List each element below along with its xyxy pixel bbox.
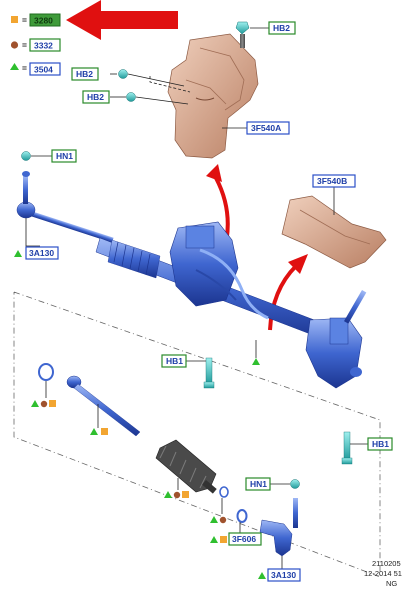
tie-rod-right-triangle-icon — [258, 572, 266, 579]
assembly-dash-outline — [13, 291, 381, 578]
clamp-small-circle-icon — [219, 516, 227, 524]
legend-code-3504: 3504 — [34, 65, 53, 75]
hb2-bolt-top-icon — [235, 21, 250, 48]
boot-clamp-small-icon — [219, 486, 229, 498]
legend-code-3280: 3280 — [34, 16, 53, 26]
outer-tie-rod-end-icon — [259, 498, 298, 557]
inner-tie-rod-icon — [66, 375, 141, 437]
snap-ring-triangle-icon — [31, 400, 39, 407]
callout-hb1-center: HB1 — [166, 356, 183, 366]
steering-rack-assembly — [16, 171, 367, 389]
inner-tie-rod-triangle-icon — [90, 428, 98, 435]
callout-tie-rod-end-right: 3A130 — [271, 570, 296, 580]
callout-heat-shield-b: 3F540B — [317, 176, 347, 186]
callout-hn1-right: HN1 — [250, 479, 267, 489]
clamp-triangle-icon — [210, 536, 218, 543]
svg-text:=: = — [22, 40, 27, 50]
rack-triangle-marker-icon — [252, 358, 260, 365]
boot-triangle-icon — [164, 491, 172, 498]
svg-text:=: = — [22, 15, 27, 25]
snap-ring-circle-icon — [40, 400, 48, 408]
hn1-nut-right-icon — [290, 479, 300, 489]
snap-ring-square-icon — [49, 400, 56, 407]
snap-ring-icon — [38, 363, 54, 381]
steering-boot-icon — [155, 439, 217, 494]
legend-pointer-arrow — [66, 0, 178, 40]
install-arrow-shield-b — [268, 254, 308, 331]
clamp-square-icon — [220, 536, 227, 543]
inner-tie-rod-square-icon — [101, 428, 108, 435]
callout-hb2-top: HB2 — [273, 23, 290, 33]
callout-hb1-right: HB1 — [372, 439, 389, 449]
footer-line-1: 2110205 — [372, 559, 401, 568]
boot-circle-icon — [173, 491, 181, 499]
tie-rod-left-triangle-icon — [14, 250, 22, 257]
heat-shield-b — [281, 195, 387, 269]
callout-tie-rod-end-left: 3A130 — [29, 248, 54, 258]
hb2-nut-left-b-icon — [126, 92, 136, 102]
legend: = 3280 = 3332 = 3504 — [10, 13, 61, 76]
boot-square-icon — [182, 491, 189, 498]
hb2-nut-left-a-icon — [118, 69, 128, 79]
footer-line-2: 12-2014 51 — [364, 569, 402, 578]
callout-hn1-left: HN1 — [56, 151, 73, 161]
callout-hb2-left-b: HB2 — [87, 92, 104, 102]
legend-code-3332: 3332 — [34, 41, 53, 51]
svg-text:=: = — [22, 63, 27, 73]
legend-green-triangle-icon — [10, 63, 19, 70]
legend-brown-circle-icon — [10, 41, 19, 49]
callout-boot-clamp: 3F606 — [232, 534, 256, 544]
hb1-bolt-right-icon — [341, 431, 353, 465]
boot-clamp-large-icon — [236, 509, 248, 523]
legend-orange-square-icon — [11, 16, 18, 23]
clamp-small-triangle-icon — [210, 516, 218, 523]
footer-line-3: NG — [386, 579, 397, 588]
heat-shield-a — [167, 33, 259, 159]
hb1-bolt-center-icon — [203, 357, 215, 389]
callout-hb2-left-a: HB2 — [76, 69, 93, 79]
callout-heat-shield-a: 3F540A — [251, 123, 281, 133]
hn1-nut-left-icon — [21, 151, 31, 161]
